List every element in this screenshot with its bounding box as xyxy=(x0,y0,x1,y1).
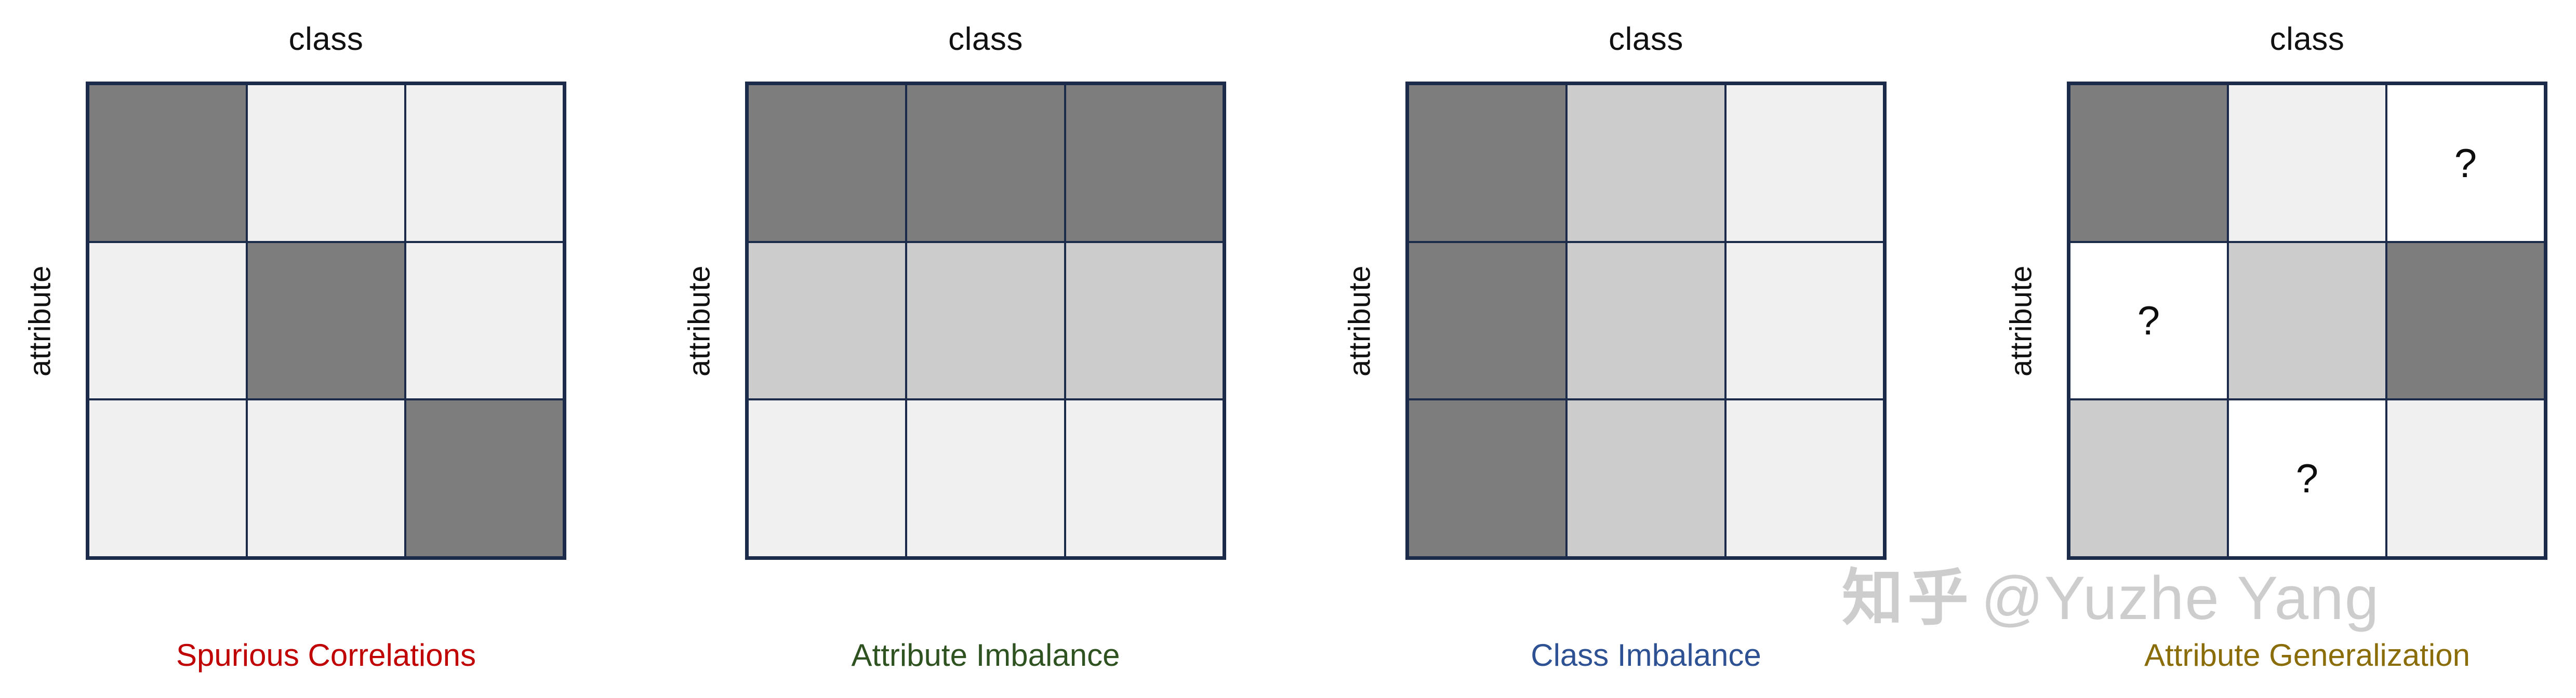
matrix-cell xyxy=(1568,400,1724,556)
matrix-cell xyxy=(2070,85,2227,241)
matrix-grid xyxy=(1405,82,1887,560)
matrix-cell xyxy=(248,85,404,241)
matrix-cell xyxy=(1066,85,1223,241)
panel-caption: Attribute Generalization xyxy=(2144,638,2470,673)
matrix-cell xyxy=(2387,243,2544,399)
column-axis-label: class xyxy=(288,21,364,57)
matrix-cell xyxy=(1726,400,1883,556)
row-axis-label: attribute xyxy=(2004,265,2038,377)
panel-caption: Spurious Correlations xyxy=(176,638,476,673)
unknown-marker: ? xyxy=(2295,455,2319,502)
matrix-cell xyxy=(907,400,1064,556)
row-axis-label: attribute xyxy=(1343,265,1376,377)
row-axis-label: attribute xyxy=(682,265,716,377)
matrix-cell xyxy=(89,85,246,241)
matrix-grid xyxy=(86,82,566,560)
matrix-cell xyxy=(749,400,906,556)
matrix-cell: ? xyxy=(2229,400,2385,556)
matrix-cell: ? xyxy=(2387,85,2544,241)
matrix-cell xyxy=(89,243,246,399)
matrix-cell xyxy=(89,400,246,556)
column-axis-label: class xyxy=(2269,21,2345,57)
matrix-cell xyxy=(2229,243,2385,399)
matrix-cell xyxy=(406,85,563,241)
matrix-cell xyxy=(749,85,906,241)
column-axis-label: class xyxy=(948,21,1023,57)
unknown-marker: ? xyxy=(2137,298,2160,344)
matrix-cell xyxy=(907,243,1064,399)
row-axis-label: attribute xyxy=(23,265,57,377)
matrix-grid: ??? xyxy=(2067,82,2547,560)
matrix-cell xyxy=(406,400,563,556)
matrix-cell xyxy=(2387,400,2544,556)
panel-attribute-generalization: class attribute??? Attribute Generalizatio… xyxy=(1933,0,2576,698)
matrix-cell xyxy=(1409,400,1566,556)
matrix-cell xyxy=(1066,243,1223,399)
column-axis-label: class xyxy=(1609,21,1683,57)
matrix-cell xyxy=(1568,85,1724,241)
matrix-cell xyxy=(1568,243,1724,399)
matrix-cell xyxy=(749,243,906,399)
matrix-cell xyxy=(1726,85,1883,241)
matrix-cell xyxy=(1409,85,1566,241)
matrix-cell: ? xyxy=(2070,243,2227,399)
panel-caption: Attribute Imbalance xyxy=(851,638,1120,673)
unknown-marker: ? xyxy=(2454,140,2477,186)
matrix-cell xyxy=(406,243,563,399)
matrix-cell xyxy=(2229,85,2385,241)
matrix-cell xyxy=(1066,400,1223,556)
matrix-grid xyxy=(745,82,1226,560)
matrix-cell xyxy=(1409,243,1566,399)
panel-caption: Class Imbalance xyxy=(1531,638,1761,673)
matrix-cell xyxy=(1726,243,1883,399)
matrix-cell xyxy=(2070,400,2227,556)
matrix-cell xyxy=(248,243,404,399)
matrix-cell xyxy=(907,85,1064,241)
matrix-cell xyxy=(248,400,404,556)
